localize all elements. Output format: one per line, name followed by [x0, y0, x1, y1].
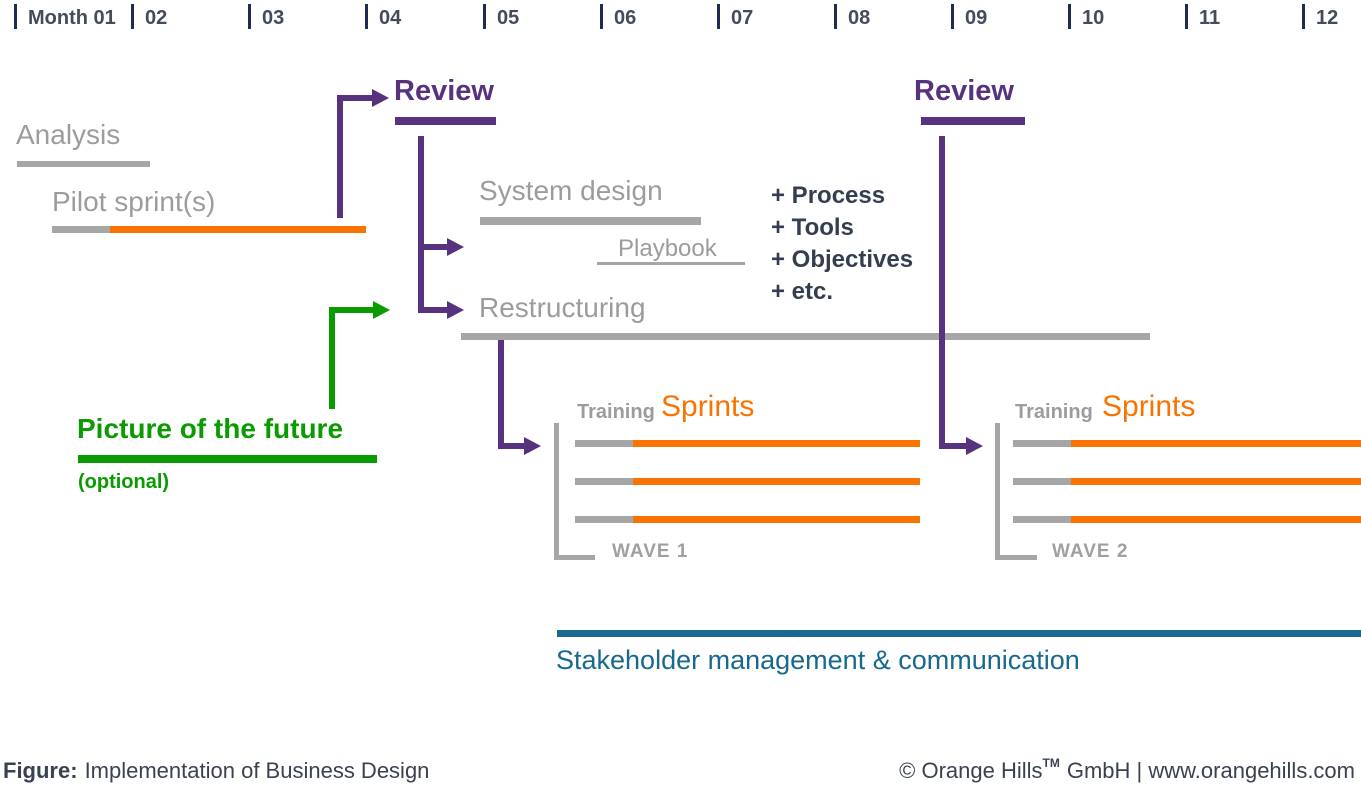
month-label: 09 [965, 7, 988, 29]
wave2-sprint-bar [1071, 440, 1361, 447]
month-label: Month 01 [28, 7, 116, 29]
month-label: 10 [1082, 7, 1105, 29]
arrowhead-right-icon [372, 89, 389, 107]
figure-caption: Figure:Implementation of Business Design [3, 758, 429, 784]
wave2-sprint-bar-training [1013, 478, 1071, 485]
wave2-bracket [995, 423, 1000, 560]
month-tick [483, 4, 486, 29]
connector-line [418, 244, 448, 250]
wave1-label: WAVE 1 [612, 541, 689, 562]
month-tick [600, 4, 603, 29]
playbook-label: Playbook [618, 235, 717, 262]
month-tick [131, 4, 134, 29]
wave2-sprint-bar [1071, 516, 1361, 523]
wave1-sprints-label: Sprints [661, 390, 755, 423]
deliverable-item: + etc. [771, 278, 834, 305]
review-1-label: Review [394, 75, 494, 107]
wave1-sprint-bar-training [575, 516, 633, 523]
review-2-underline [921, 117, 1025, 125]
analysis-label: Analysis [16, 119, 121, 150]
connector-line [329, 307, 374, 313]
wave1-bracket-foot [554, 555, 595, 560]
system-design-bar [480, 217, 701, 225]
wave1-bracket [554, 423, 559, 560]
connector-line [939, 136, 945, 449]
stakeholder-label: Stakeholder management & communication [556, 645, 1080, 675]
connector-line [337, 97, 343, 218]
wave1-sprint-bar-training [575, 440, 633, 447]
stakeholder-bar [557, 630, 1361, 637]
month-label: 12 [1316, 7, 1339, 29]
wave2-bracket-foot [995, 555, 1037, 560]
analysis-bar [17, 161, 150, 167]
month-tick [365, 4, 368, 29]
connector-line [418, 136, 424, 313]
deliverable-item: + Tools [771, 214, 854, 241]
month-label: 04 [379, 7, 402, 29]
system-design-label: System design [479, 175, 663, 206]
month-label: 03 [262, 7, 285, 29]
wave2-training-label: Training [1015, 401, 1093, 423]
trademark-symbol: TM [1042, 755, 1060, 770]
figure-caption-title: Implementation of Business Design [84, 758, 430, 783]
connector-line [418, 307, 448, 313]
deliverable-item: + Objectives [771, 246, 914, 273]
wave1-sprint-bar-training [575, 478, 633, 485]
restructuring-label: Restructuring [479, 292, 646, 323]
credit-url: GmbH | www.orangehills.com [1066, 758, 1355, 783]
pilot-bar-sprint [110, 226, 366, 233]
arrowhead-right-icon [447, 301, 464, 319]
month-label: 05 [497, 7, 520, 29]
arrowhead-right-icon [966, 437, 983, 455]
connector-line [498, 340, 504, 449]
month-tick [951, 4, 954, 29]
month-tick [1185, 4, 1188, 29]
wave2-sprints-label: Sprints [1102, 390, 1196, 423]
picture-of-future-bar [78, 455, 377, 463]
wave1-sprint-bar [633, 478, 920, 485]
deliverables-list: + Process + Tools + Objectives + etc. [771, 180, 913, 308]
picture-of-future-label: Picture of the future [77, 413, 344, 444]
arrowhead-right-icon [447, 238, 464, 256]
pilot-sprints-label: Pilot sprint(s) [52, 186, 216, 217]
review-2-label: Review [914, 75, 1014, 107]
optional-note: (optional) [78, 471, 170, 493]
month-label: 07 [731, 7, 754, 29]
connector-line [329, 310, 335, 409]
month-label: 06 [614, 7, 637, 29]
copyright-credit: © Orange HillsTM GmbH | www.orangehills.c… [899, 755, 1355, 784]
arrowhead-right-icon [373, 301, 390, 319]
deliverable-item: + Process [771, 182, 886, 209]
wave1-training-label: Training [577, 401, 655, 423]
restructuring-bar [461, 333, 1150, 340]
month-label: 02 [145, 7, 168, 29]
connector-line [337, 95, 373, 101]
review-1-underline [395, 117, 496, 125]
playbook-underline [597, 262, 745, 265]
wave1-sprint-bar [633, 440, 920, 447]
figure-caption-prefix: Figure: [3, 758, 78, 783]
credit-name: © Orange Hills [899, 758, 1043, 783]
wave1-sprint-bar [633, 516, 920, 523]
arrowhead-right-icon [524, 437, 541, 455]
month-label: 08 [848, 7, 871, 29]
wave2-sprint-bar-training [1013, 440, 1071, 447]
month-tick [14, 4, 17, 29]
connector-line [939, 443, 967, 449]
connector-line [498, 443, 525, 449]
month-tick [834, 4, 837, 29]
wave2-sprint-bar [1071, 478, 1361, 485]
month-tick [1068, 4, 1071, 29]
wave2-sprint-bar-training [1013, 516, 1071, 523]
pilot-bar-prep [52, 226, 110, 233]
wave2-label: WAVE 2 [1052, 541, 1129, 562]
month-label: 11 [1199, 7, 1221, 29]
month-tick [248, 4, 251, 29]
month-tick [717, 4, 720, 29]
month-tick [1302, 4, 1305, 29]
